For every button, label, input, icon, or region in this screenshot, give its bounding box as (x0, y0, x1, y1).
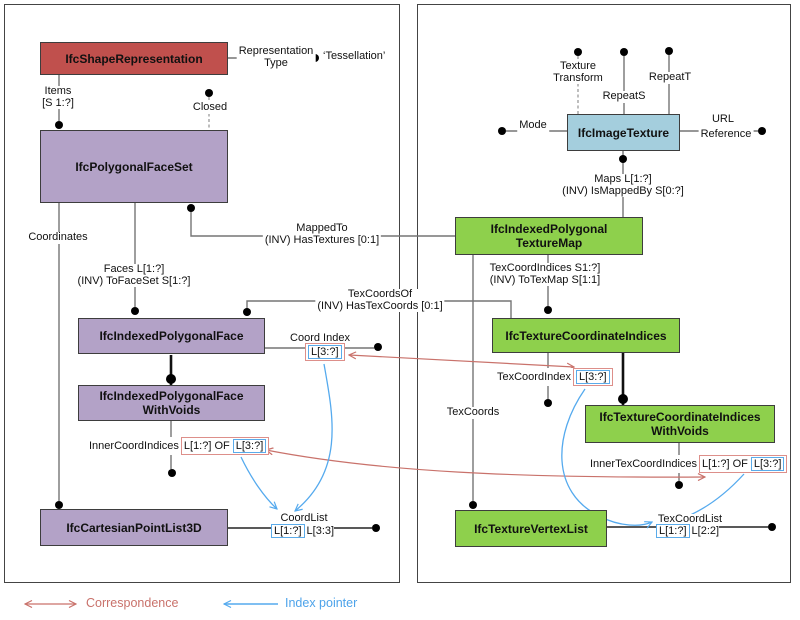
inner-coord-indices-attr: InnerCoordIndices L[1:?] OF L[3:?] (89, 437, 270, 455)
coordlist-blue-box: L[1:?] (271, 524, 305, 538)
faces-line1: Faces L[1:?] (103, 263, 165, 275)
texture-transform-line2: Transform (553, 71, 603, 84)
texcoordindex-blue-box: L[3:?] (576, 370, 610, 384)
items-line2: [S 1:?] (42, 96, 74, 109)
maps-label: Maps L[1:?] (INV) IsMappedBy S[0:?] (560, 173, 686, 197)
inner-tex-coord-label: InnerTexCoordIndices (590, 458, 698, 470)
inner-coord-indices-label: InnerCoordIndices (89, 440, 179, 452)
texcoordlist-value2: L[2:2] (691, 525, 720, 537)
faces-line2: (INV) ToFaceSet S[1:?] (77, 274, 191, 287)
texcoordindices-line1: TexCoordIndices S1:?] (489, 262, 601, 274)
inner-coord-red-box: L[1:?] OF L[3:?] (180, 437, 270, 455)
inner-coord-blue-box: L[3:?] (232, 439, 267, 453)
entity-label: IfcPolygonalFaceSet (75, 159, 193, 174)
inner-tex-blue-box: L[3:?] (750, 457, 785, 471)
entity-ifctexturevertexlist[interactable]: IfcTextureVertexList (455, 510, 607, 547)
repeatt-label: RepeatT (646, 71, 694, 84)
mappedto-line2: (INV) HasTextures [0:1] (264, 233, 380, 246)
coordlist-label: CoordList (278, 512, 330, 525)
entity-label: IfcTextureCoordinateIndices (505, 328, 667, 343)
representation-type-line1: Representation (238, 45, 314, 57)
index-pointer-arcs (240, 363, 745, 525)
inner-coord-value-text: L[1:?] OF (183, 440, 230, 452)
entity-label-line1: IfcIndexedPolygonal (490, 222, 608, 236)
texcoordlist-label: TexCoordList (655, 513, 725, 526)
coordinates-label: Coordinates (26, 231, 90, 244)
entity-ifctexturecoordinateindiceswithvoids[interactable]: IfcTextureCoordinateIndices WithVoids (585, 405, 775, 443)
tessellation-value-label: ‘Tessellation’ (322, 50, 387, 63)
legend-correspondence-label: Correspondence (86, 596, 179, 610)
items-line1: Items (44, 85, 72, 97)
legend-index-pointer-label: Index pointer (285, 596, 358, 610)
coord-index-label: Coord Index (288, 332, 352, 345)
index-pointer-innercoord-coordlist (240, 456, 277, 509)
inner-tex-red-box: L[1:?] OF L[3:?] (699, 455, 788, 473)
representation-type-line2: Type (264, 56, 288, 69)
entity-label: IfcCartesianPointList3D (66, 520, 202, 535)
entity-ifcindexedpolygonalfacewithvoids[interactable]: IfcIndexedPolygonalFace WithVoids (78, 385, 265, 421)
index-pointer-texcoordindex-texcoordlist (561, 388, 652, 525)
terminator-dots (55, 47, 776, 532)
coordlist-value: L[1:?] L[3:3] (271, 524, 335, 538)
entity-label-line1: IfcTextureCoordinateIndices (599, 410, 761, 424)
url-label: URL (709, 113, 737, 126)
mode-label: Mode (517, 119, 549, 132)
entity-ifcimagetexture[interactable]: IfcImageTexture (567, 114, 680, 151)
maps-line2: (INV) IsMappedBy S[0:?] (562, 184, 684, 197)
inner-tex-value-text: L[1:?] OF (702, 458, 748, 470)
texcoordindices-label: TexCoordIndices S1:?] (INV) ToTexMap S[1… (487, 262, 603, 286)
correspondence-innercoord-innertexcoord (266, 450, 705, 477)
entity-label-line2: WithVoids (651, 424, 709, 438)
url-reference-label: Reference (698, 128, 754, 141)
entity-label: IfcShapeRepresentation (65, 51, 203, 66)
entity-ifcindexedpolygonaltexturemap[interactable]: IfcIndexedPolygonal TextureMap (455, 217, 643, 255)
entity-ifcindexedpolygonalface[interactable]: IfcIndexedPolygonalFace (78, 318, 265, 354)
closed-label: Closed (190, 101, 230, 114)
mappedto-label: MappedTo (INV) HasTextures [0:1] (262, 222, 382, 246)
texcoordsof-line1: TexCoordsOf (347, 288, 413, 300)
inner-tex-coord-attr: InnerTexCoordIndices L[1:?] OF L[3:?] (590, 455, 788, 473)
coord-index-red-box: L[3:?] (305, 343, 345, 361)
texcoordlist-value: L[1:?] L[2:2] (656, 524, 720, 538)
texcoordindex-red-box: L[3:?] (573, 368, 613, 386)
entity-label-line2: WithVoids (142, 403, 201, 417)
entity-label: IfcIndexedPolygonalFace (99, 329, 244, 343)
texcoordindices-line2: (INV) ToTexMap S[1:1] (489, 273, 601, 286)
entity-ifcshaperepresentation[interactable]: IfcShapeRepresentation (40, 42, 228, 75)
entity-label: IfcImageTexture (577, 125, 670, 140)
texcoordsof-line2: (INV) HasTexCoords [0:1] (317, 299, 443, 312)
coordlist-value2: L[3:3] (306, 525, 335, 537)
index-pointer-coordindex-coordlist (295, 363, 333, 511)
texcoords-label: TexCoords (444, 406, 502, 419)
texcoordindex-attr: TexCoordIndex L[3:?] (497, 368, 613, 386)
items-label: Items [S 1:?] (40, 85, 76, 109)
texture-transform-line1: Texture (559, 60, 597, 72)
entity-label-line2: TextureMap (515, 236, 583, 250)
entity-label: IfcTextureVertexList (474, 521, 588, 536)
coord-index-value: L[3:?] (305, 343, 345, 361)
repeats-label: RepeatS (600, 90, 648, 103)
texture-transform-label: Texture Transform (551, 60, 605, 84)
texcoordindex-label: TexCoordIndex (497, 371, 571, 383)
correspondence-arrows (266, 355, 705, 477)
entity-ifccartesianpointlist3d[interactable]: IfcCartesianPointList3D (40, 509, 228, 546)
mappedto-line1: MappedTo (296, 222, 348, 234)
maps-line1: Maps L[1:?] (594, 173, 652, 185)
entity-ifctexturecoordinateindices[interactable]: IfcTextureCoordinateIndices (492, 318, 680, 353)
texcoordlist-blue-box: L[1:?] (656, 524, 690, 538)
entity-label-line1: IfcIndexedPolygonalFace (99, 389, 244, 403)
correspondence-coordindex-texcoordindex (349, 355, 574, 367)
coord-index-blue-box: L[3:?] (308, 345, 342, 359)
entity-ifcpolygonalfaceset[interactable]: IfcPolygonalFaceSet (40, 130, 228, 203)
faces-label: Faces L[1:?] (INV) ToFaceSet S[1:?] (75, 263, 193, 287)
representation-type-label: Representation Type (236, 45, 316, 69)
dashed-lines (208, 56, 579, 128)
texcoordsof-label: TexCoordsOf (INV) HasTexCoords [0:1] (315, 288, 445, 312)
